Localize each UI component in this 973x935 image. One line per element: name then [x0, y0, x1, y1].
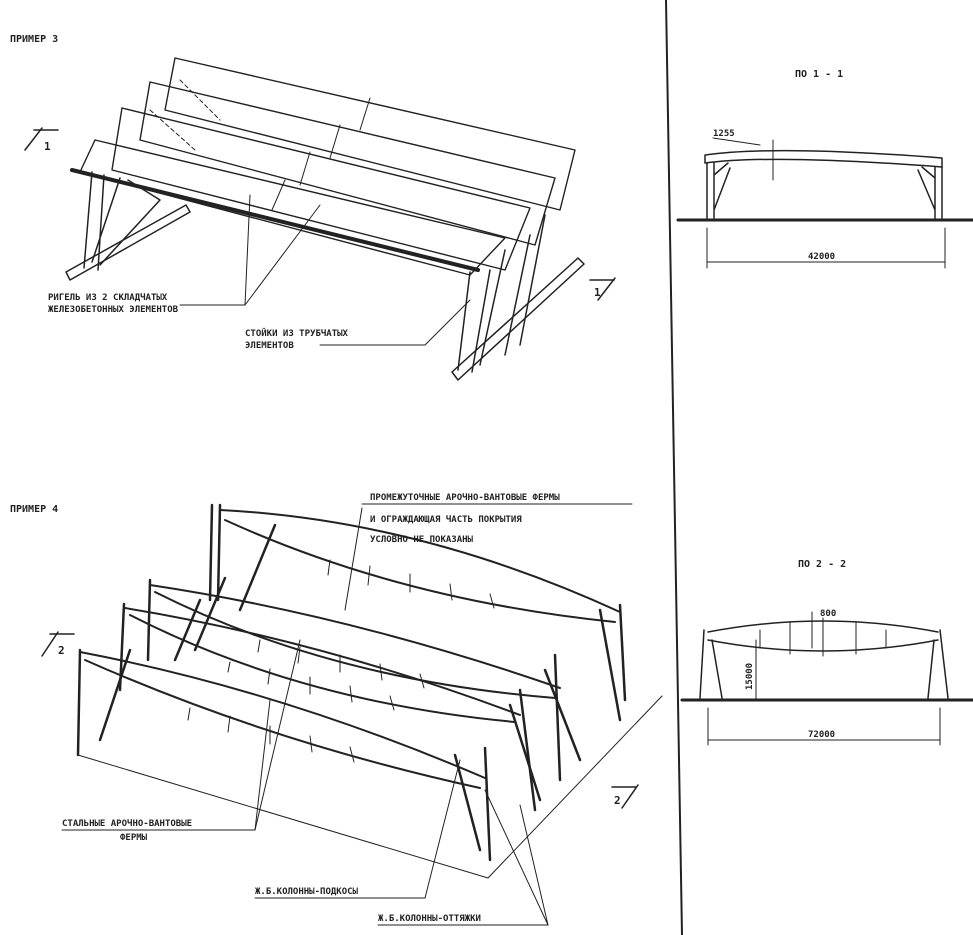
section1-view: ПО 1 - 1 1255 42000 [676, 69, 973, 269]
example3-callout-columns-1: СТОЙКИ ИЗ ТРУБЧАТЫХ [245, 327, 349, 339]
example3-section-marker-left: 1 [24, 127, 59, 153]
sheet-divider [665, 0, 683, 935]
svg-text:1: 1 [44, 140, 51, 153]
example3-perspective: ПРИМЕР 3 1 [10, 34, 616, 381]
example4-columns [76, 503, 627, 862]
example3-left-support [65, 171, 191, 281]
example4-section-marker-left: 2 [41, 631, 75, 657]
example4-callout-trusses-2: ФЕРМЫ [120, 833, 148, 843]
section2-dim-height: 15000 [745, 663, 755, 690]
example4-perspective: ПРИМЕР 4 [10, 493, 663, 926]
section2-dim-span: 72000 [808, 730, 835, 740]
svg-text:2: 2 [58, 644, 65, 657]
section2-title: ПО 2 - 2 [798, 559, 846, 570]
example4-callout-trusses-1: СТАЛЬНЫЕ АРОЧНО-ВАНТОВЫЕ [62, 819, 192, 829]
svg-text:1: 1 [594, 286, 601, 299]
example4-title: ПРИМЕР 4 [10, 504, 58, 515]
example3-girder [70, 168, 480, 272]
section2-view: ПО 2 - 2 800 15000 72000 [680, 559, 973, 746]
section1-dim-span: 42000 [808, 252, 835, 262]
example4-ground-plane [77, 695, 663, 879]
example3-callout-columns-2: ЭЛЕМЕНТОВ [245, 341, 294, 351]
example4-note-2: И ОГРАЖДАЮЩАЯ ЧАСТЬ ПОКРЫТИЯ [370, 515, 522, 525]
example3-callout-girder-2: ЖЕЛЕЗОБЕТОННЫХ ЭЛЕМЕНТОВ [48, 305, 179, 315]
example3-right-support [451, 214, 585, 381]
example4-callout-struts: Ж.Б.КОЛОННЫ-ПОДКОСЫ [255, 887, 359, 897]
example4-note-3: УСЛОВНО НЕ ПОКАЗАНЫ [370, 535, 474, 545]
example4-note-1: ПРОМЕЖУТОЧНЫЕ АРОЧНО-ВАНТОВЫЕ ФЕРМЫ [370, 493, 560, 503]
example3-title: ПРИМЕР 3 [10, 34, 58, 45]
example4-callout-ties: Ж.Б.КОЛОННЫ-ОТТЯЖКИ [378, 914, 481, 924]
section1-title: ПО 1 - 1 [795, 69, 843, 80]
example3-callout-girder-1: РИГЕЛЬ ИЗ 2 СКЛАДЧАТЫХ [48, 293, 168, 303]
section1-dim-rise: 1255 [713, 129, 735, 139]
example3-section-marker-right: 1 [589, 277, 616, 301]
example4-section-marker-right: 2 [611, 784, 639, 809]
svg-text:2: 2 [614, 794, 621, 807]
example3-roof [79, 57, 576, 276]
section2-dim-rise: 800 [820, 609, 836, 619]
example4-trusses [79, 509, 621, 789]
